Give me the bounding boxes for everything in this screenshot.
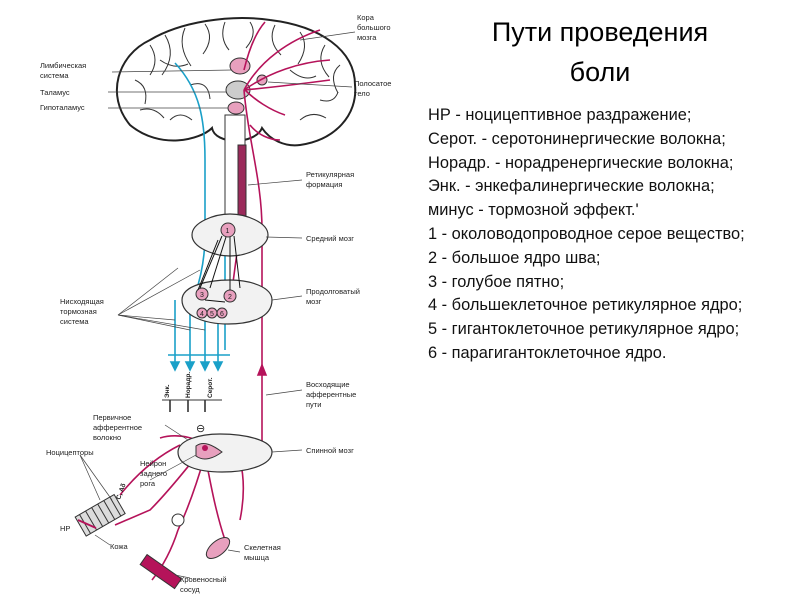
nuclei-connections xyxy=(197,235,241,303)
label-cortex-3: мозга xyxy=(357,33,377,42)
legend-item: 3 - голубое пятно; xyxy=(428,272,565,291)
spinal-cord-section: ⊖ xyxy=(177,423,273,473)
label-medulla-1: Продолговатый xyxy=(306,287,360,296)
legend-list: НР - ноцицептивное раздражение; Серот. -… xyxy=(428,104,788,366)
label-reticular-1: Ретикулярная xyxy=(306,170,354,179)
medulla-section: 3 2 4 5 6 xyxy=(181,279,273,325)
label-limbic-1: Лимбическая xyxy=(40,61,86,70)
label-primary-2: афферентное xyxy=(93,423,142,432)
legend-item: Норадр. - норадренергические волокна; xyxy=(428,153,734,172)
slide-title: Пути проведения боли xyxy=(440,12,760,92)
legend-item: Энк. - энкефалинергические волокна; xyxy=(428,177,715,196)
legend-item: 1 - околоводопроводное серое вещество; xyxy=(428,224,745,243)
midbrain-section: 1 xyxy=(191,213,269,257)
label-ascending-3: пути xyxy=(306,400,321,409)
label-skin: Кожа xyxy=(110,542,128,551)
vessel-shape xyxy=(139,553,183,590)
label-nociceptors: Ноцицепторы xyxy=(46,448,94,457)
descending-pathways xyxy=(162,62,230,412)
fiber-noradr: Норадр. xyxy=(185,372,192,398)
muscle-shape xyxy=(205,537,231,559)
label-pointers xyxy=(79,31,356,579)
number-1: 1 xyxy=(226,228,230,235)
label-descending-2: тормозная xyxy=(60,307,97,316)
legend-item: минус - тормозной эффект.' xyxy=(428,201,639,220)
fiber-enk: Энк. xyxy=(164,384,171,398)
label-horn-1: Нейрон xyxy=(140,459,166,468)
number-6: 6 xyxy=(220,311,224,318)
label-limbic-2: система xyxy=(40,71,69,80)
pain-pathways-diagram: 1 3 2 4 5 6 ⊖ Энк. Норадр. Серот. xyxy=(40,13,391,594)
minus-sign: ⊖ xyxy=(196,423,205,435)
legend-item: 6 - парагигантоклеточное ядро. xyxy=(428,343,667,362)
label-ascending-2: афферентные xyxy=(306,390,356,399)
number-2: 2 xyxy=(228,294,232,301)
skin-block xyxy=(74,493,126,537)
fiber-serot: Серот. xyxy=(207,377,214,398)
brain xyxy=(115,17,357,226)
reticular-formation xyxy=(237,144,247,226)
label-vessel-2: сосуд xyxy=(180,585,200,594)
label-medulla-2: мозг xyxy=(306,297,322,306)
label-horn-3: рога xyxy=(140,479,156,488)
number-5: 5 xyxy=(210,311,214,318)
label-reticular-2: формация xyxy=(306,180,342,189)
label-midbrain: Средний мозг xyxy=(306,234,354,243)
number-3: 3 xyxy=(200,292,204,299)
label-muscle-2: мышца xyxy=(244,553,270,562)
label-ascending-1: Восходящие xyxy=(306,380,350,389)
legend-item: 4 - большеклеточное ретикулярное ядро; xyxy=(428,296,743,315)
diagram-labels: Кора большого мозга Лимбическая система … xyxy=(40,13,391,594)
label-striatum-1: Полосатое xyxy=(354,79,391,88)
label-primary-1: Первичное xyxy=(93,413,131,422)
label-hypothalamus: Гипоталамус xyxy=(40,103,85,112)
limbic-nucleus xyxy=(229,57,251,75)
hypothalamus-nucleus xyxy=(227,101,245,115)
label-striatum-2: тело xyxy=(354,89,370,98)
periphery xyxy=(74,493,231,590)
legend-item: Серот. - серотонинергические волокна; xyxy=(428,129,726,148)
label-muscle-1: Скелетная xyxy=(244,543,281,552)
legend-item: 5 - гигантоклеточное ретикулярное ядро; xyxy=(428,320,740,339)
label-spinal: Спинной мозг xyxy=(306,446,354,455)
label-descending-3: система xyxy=(60,317,89,326)
legend-item: НР - ноцицептивное раздражение; xyxy=(428,106,692,124)
label-primary-3: волокно xyxy=(93,433,121,442)
label-fiber-c: C, Aδ xyxy=(115,483,127,501)
label-cortex-1: Кора xyxy=(357,13,375,22)
label-cortex-2: большого xyxy=(357,23,391,32)
label-thalamus: Таламус xyxy=(40,88,70,97)
number-4: 4 xyxy=(200,311,204,318)
title-line-1: Пути проведения xyxy=(491,17,709,47)
label-vessel-1: Кровеносный xyxy=(180,575,227,584)
title-line-2: боли xyxy=(569,57,631,87)
fiber-labels: Энк. Норадр. Серот. xyxy=(164,372,214,398)
label-horn-2: заднего xyxy=(140,469,167,478)
label-descending-1: Нисходящая xyxy=(60,297,104,306)
legend-item: 2 - большое ядро шва; xyxy=(428,248,601,267)
label-np: НР xyxy=(60,524,70,533)
